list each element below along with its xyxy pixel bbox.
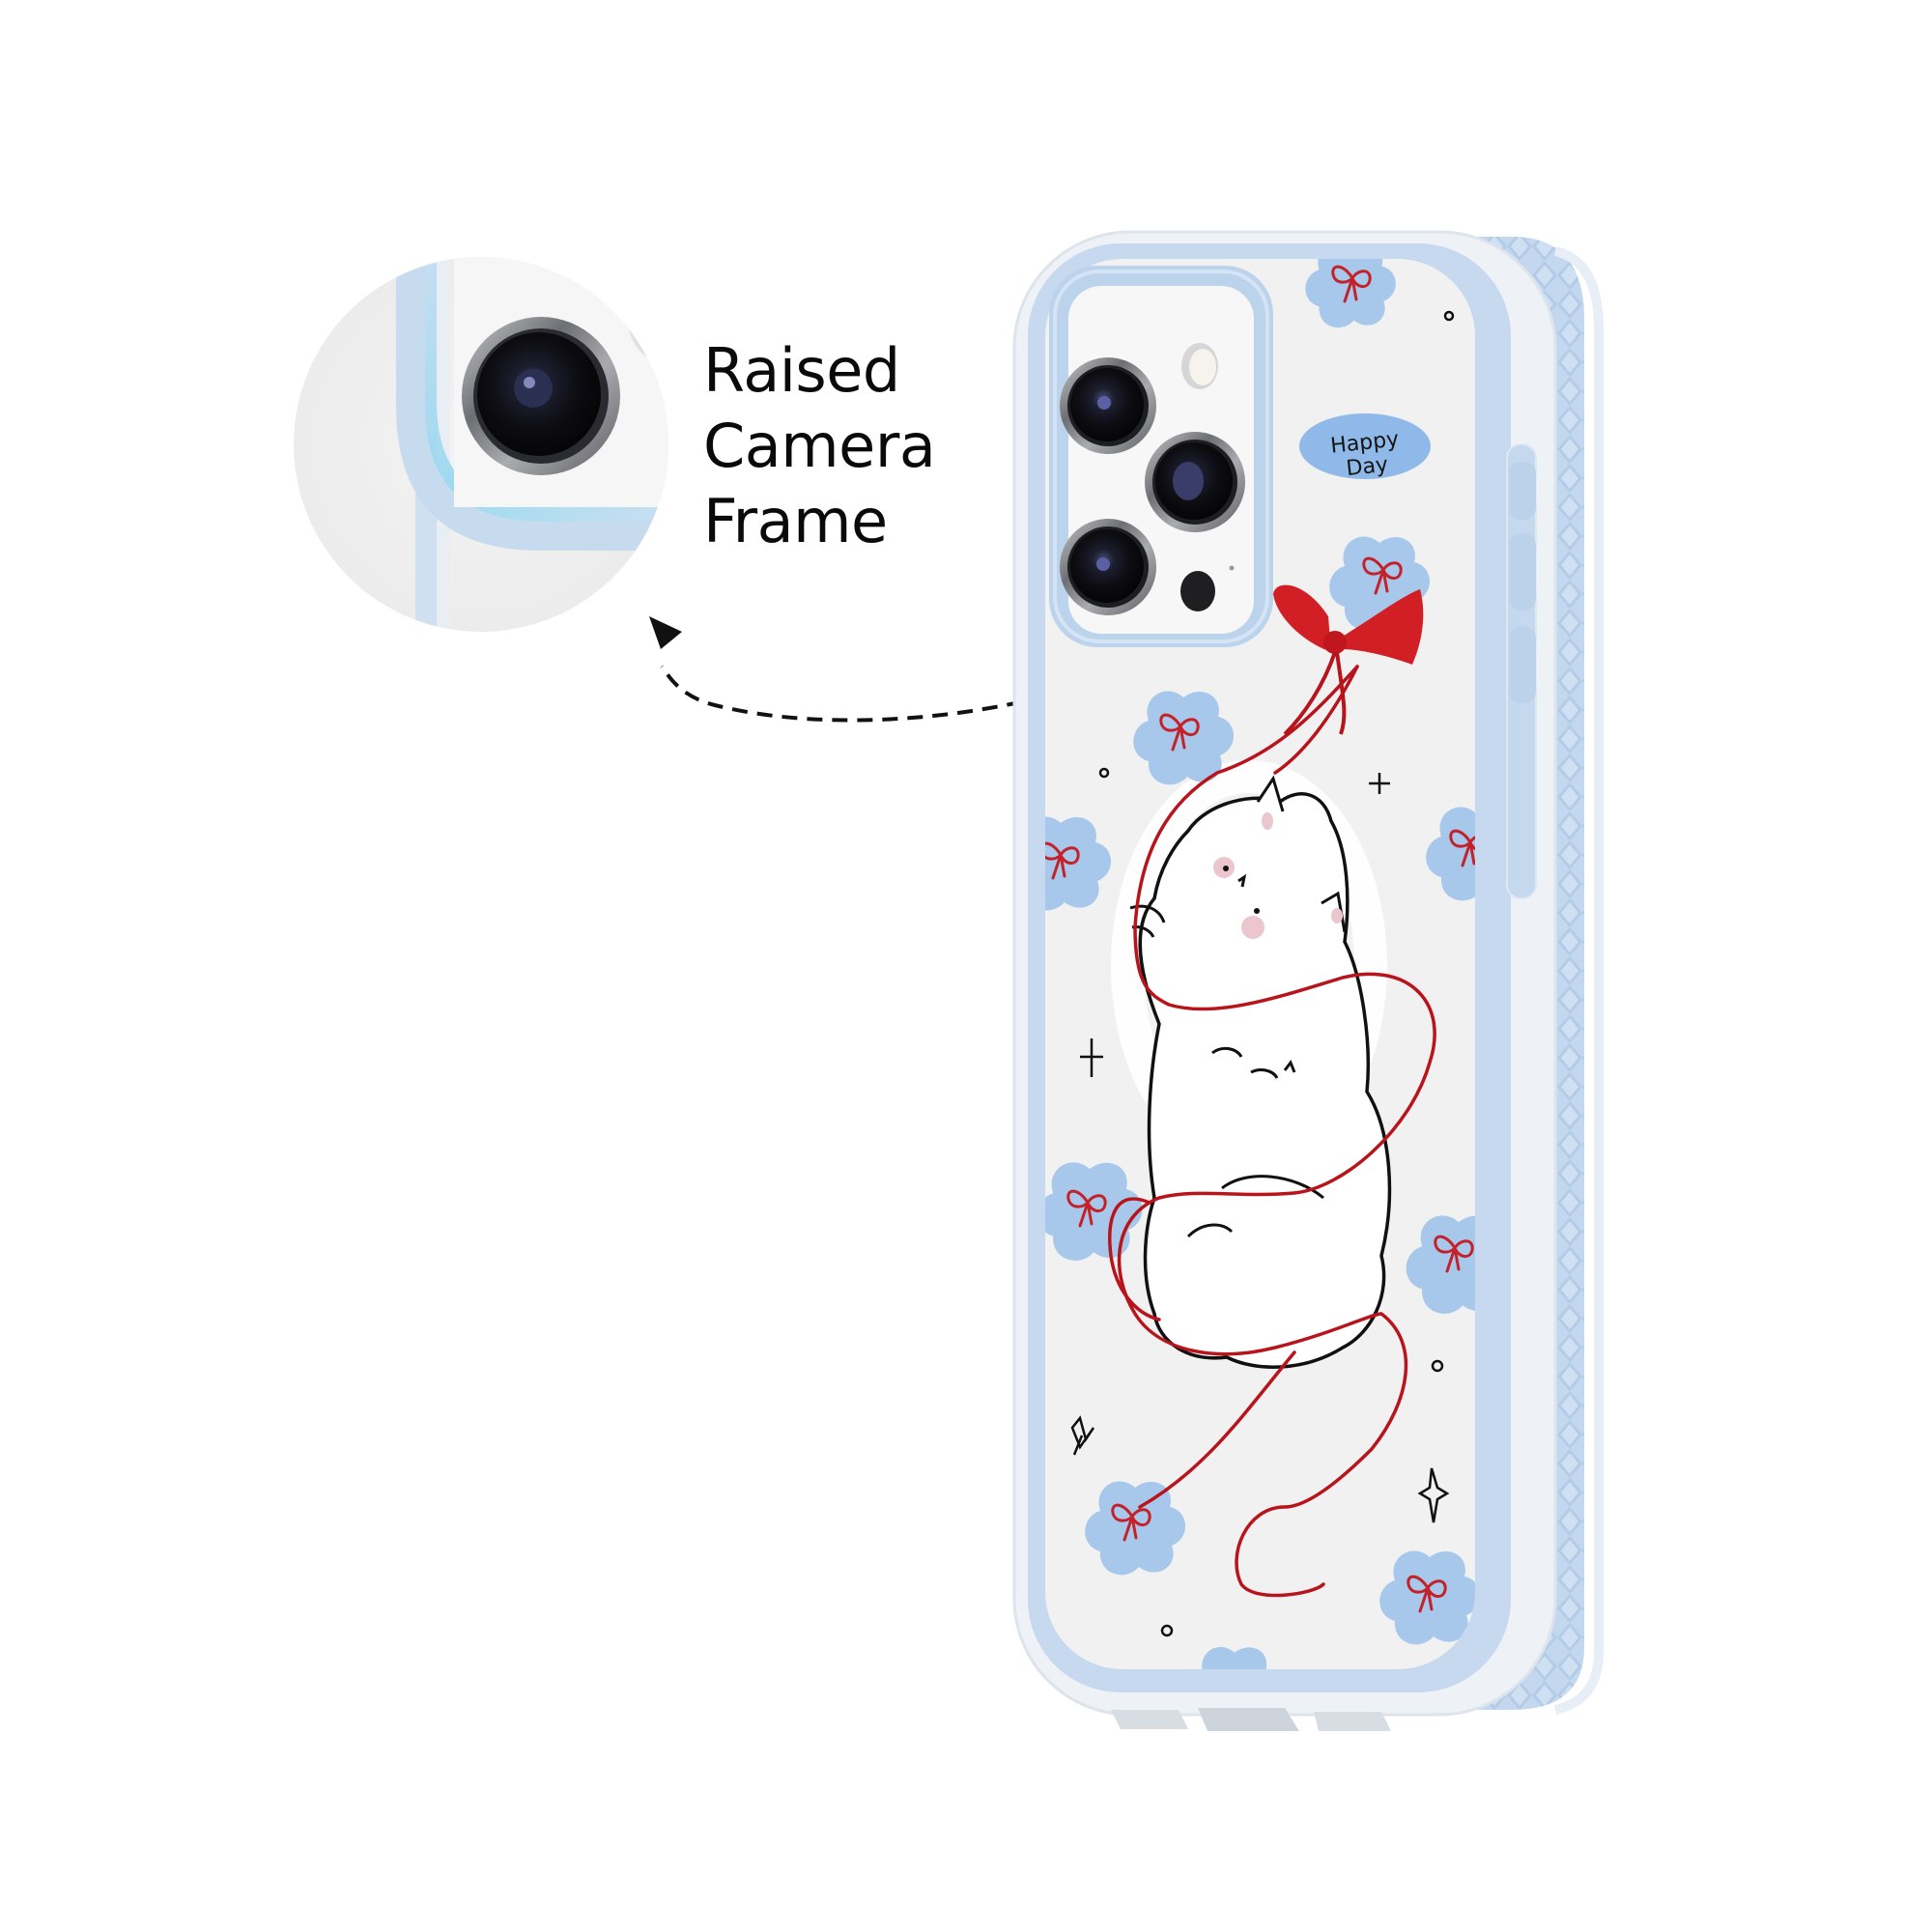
callout-line-1: Raised — [703, 335, 900, 406]
callout-line-3: Frame — [703, 486, 888, 556]
side-buttons — [1506, 443, 1537, 899]
camera-lens — [1060, 357, 1156, 454]
raised-camera-frame — [1049, 266, 1273, 647]
zoom-detail-circle — [294, 257, 668, 632]
lidar-sensor — [1180, 571, 1215, 611]
cat-illustration — [1129, 775, 1392, 1369]
callout-line-2: Camera — [703, 411, 936, 481]
callout-label: Raised Camera Frame — [703, 333, 936, 559]
curved-arrow-icon — [649, 616, 1120, 723]
bottom-port-cutouts — [1111, 1708, 1391, 1731]
camera-lens — [1060, 519, 1156, 615]
red-string — [1108, 665, 1436, 1598]
phone-case — [1012, 230, 1604, 1731]
sparkle-decorations — [1070, 310, 1455, 1637]
camera-lens — [1145, 432, 1245, 532]
red-bow — [1273, 584, 1424, 736]
happy-day-badge — [1299, 413, 1431, 479]
